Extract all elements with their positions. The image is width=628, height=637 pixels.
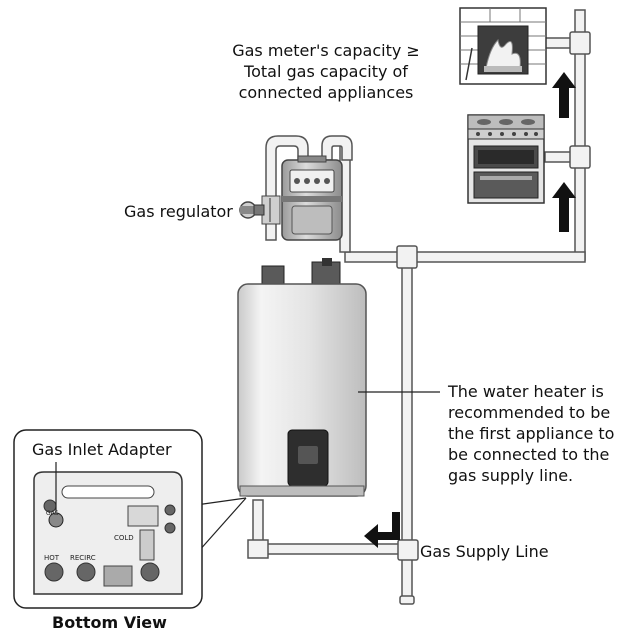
meter-capacity-line-2: Total gas capacity of: [244, 62, 408, 81]
meter-capacity-line-1: Gas meter's capacity ≥: [232, 41, 420, 60]
water-heater-note-line-1: The water heater is: [448, 382, 604, 401]
flow-arrows: [364, 72, 576, 548]
water-heater-note: The water heater is recommended to be th…: [448, 381, 614, 486]
supply-tee: [397, 539, 419, 561]
stove-icon: [467, 114, 545, 204]
gas-meter-icon: [281, 155, 343, 241]
heater-inlet-elbow: [247, 539, 269, 559]
meter-capacity-line-3: connected appliances: [238, 83, 414, 102]
bottom-view-label: Bottom View: [52, 613, 167, 632]
gas-marking: GAS: [46, 510, 59, 517]
water-heater-note-line-5: gas supply line.: [448, 466, 574, 485]
gas-regulator-icon: [239, 195, 281, 225]
main-tee: [396, 245, 418, 269]
water-heater-note-line-4: be connected to the: [448, 445, 610, 464]
main-horizontal-pipe: [344, 251, 586, 263]
heater-supply-horizontal: [252, 543, 409, 555]
bottom-view-inset: HOT RECIRC COLD GAS: [13, 429, 247, 609]
meter-top-loop-right: [321, 135, 353, 161]
water-heater-note-line-3: the first appliance to: [448, 424, 615, 443]
flow-arrow-icon: [552, 72, 576, 118]
fireplace-tee: [569, 31, 591, 55]
hot-marking: HOT: [44, 554, 60, 562]
water-heater-note-line-2: recommended to be: [448, 403, 611, 422]
gas-inlet-adapter-label: Gas Inlet Adapter: [32, 440, 172, 459]
stove-tee: [569, 145, 591, 169]
supply-pipes: [247, 9, 591, 605]
gas-regulator-label: Gas regulator: [124, 202, 233, 221]
water-heater-icon: [237, 258, 367, 497]
flow-arrow-icon: [552, 182, 576, 232]
flow-arrow-icon: [364, 512, 400, 548]
supply-end-cap: [399, 595, 415, 605]
recirc-marking: RECIRC: [70, 554, 96, 562]
fireplace-icon: [459, 7, 547, 85]
meter-capacity-label: Gas meter's capacity ≥ Total gas capacit…: [218, 40, 434, 103]
gas-supply-line-label: Gas Supply Line: [420, 542, 549, 561]
cold-marking: COLD: [114, 534, 134, 542]
